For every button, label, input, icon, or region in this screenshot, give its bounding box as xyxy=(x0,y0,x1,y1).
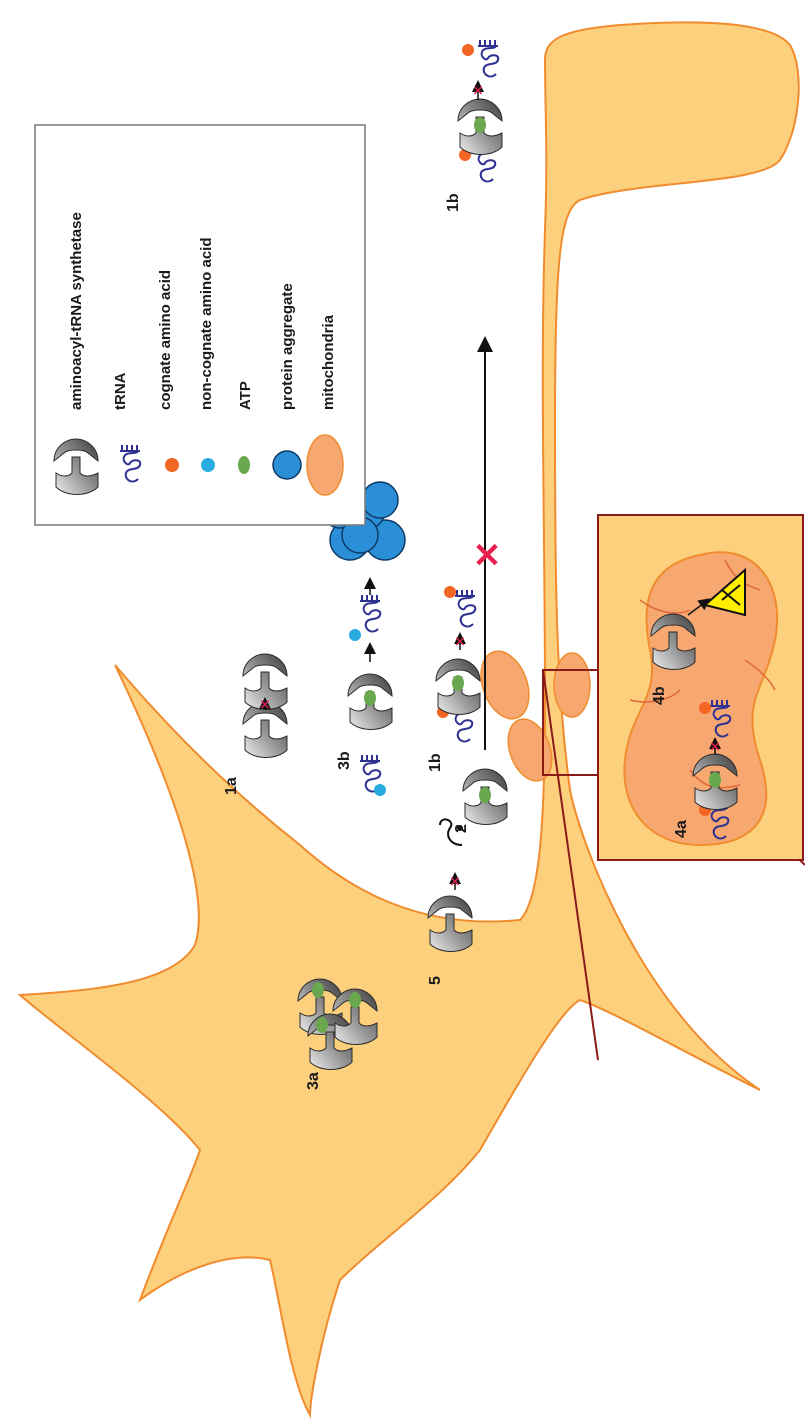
trna-1b-cell-b xyxy=(455,590,475,626)
label-4b: 4b xyxy=(651,686,668,705)
label-3b: 3b xyxy=(336,751,353,770)
svg-text:✕: ✕ xyxy=(709,739,721,755)
legend-atp-icon xyxy=(238,456,250,474)
non-cognate-aa-3b xyxy=(374,784,386,796)
legend-non-cognate-amino-acid-icon xyxy=(201,458,215,472)
label-2: 2 xyxy=(453,824,470,833)
legend-label-non-cognate: non-cognate amino acid xyxy=(198,237,215,410)
label-1b-axon: 1b xyxy=(445,193,462,212)
legend-label-mitochondria: mitochondria xyxy=(320,314,337,410)
svg-text:✕: ✕ xyxy=(449,874,461,890)
legend-label-synthetase: aminoacyl-tRNA synthetase xyxy=(68,212,85,410)
legend-label-aggregate: protein aggregate xyxy=(279,283,296,410)
legend-label-cognate: cognate amino acid xyxy=(157,270,174,410)
legend-mitochondria-icon xyxy=(307,435,343,495)
label-3a: 3a xyxy=(305,1072,322,1090)
label-1a: 1a xyxy=(223,777,240,795)
trna-3b-charged xyxy=(360,595,380,631)
mitochondria-cell-3 xyxy=(554,653,590,717)
trna-1b-axon-b xyxy=(478,40,498,76)
legend-label-atp: ATP xyxy=(237,381,254,410)
inhibit-transport: ✕ xyxy=(473,537,502,575)
label-1b-cell: 1b xyxy=(427,753,444,772)
svg-text:✕: ✕ xyxy=(472,83,484,99)
legend-label-trna: tRNA xyxy=(112,372,129,410)
svg-text:✕: ✕ xyxy=(454,634,466,650)
legend-cognate-amino-acid-icon xyxy=(165,458,179,472)
inhibit-1a: ✕ xyxy=(259,697,271,713)
legend-protein-aggregate-icon xyxy=(273,451,301,479)
mitochondria-cell-1 xyxy=(472,645,537,726)
label-5: 5 xyxy=(427,976,444,985)
label-4a: 4a xyxy=(673,820,690,838)
